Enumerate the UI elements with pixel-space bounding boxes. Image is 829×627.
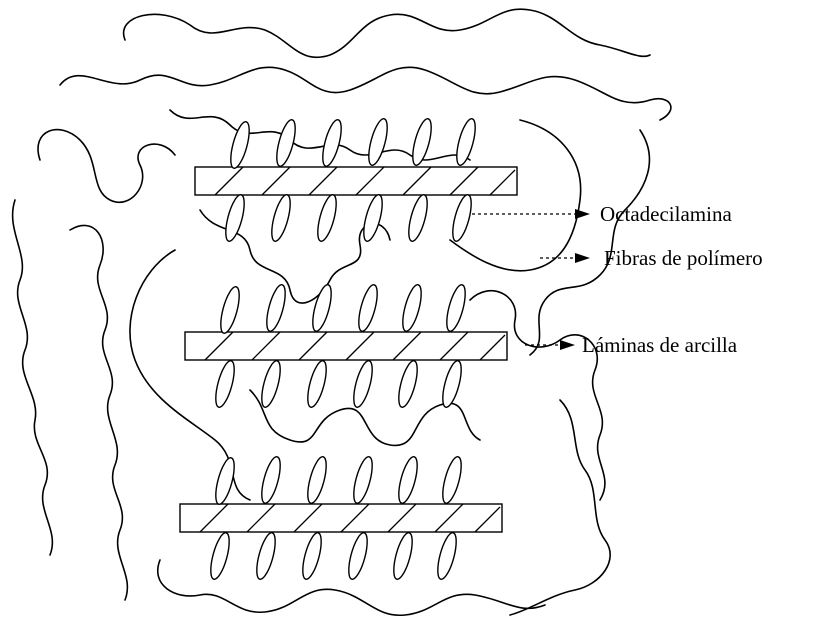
polymer-chain	[530, 130, 649, 355]
clay-sheet-middle	[185, 332, 507, 360]
amine-ellipse	[350, 455, 376, 505]
amine-ellipse	[449, 193, 475, 243]
arrowhead-icon	[560, 340, 575, 350]
amine-ellipse	[258, 359, 284, 409]
polymer-chain	[510, 400, 610, 615]
amine-ellipse	[212, 359, 238, 409]
polymer-chain	[124, 9, 650, 57]
clay-sheet-bottom	[180, 504, 502, 532]
amine-ellipse	[360, 193, 386, 243]
amine-ellipse	[263, 283, 289, 333]
polymer-chain	[13, 200, 53, 555]
amine-ellipse	[355, 283, 381, 333]
amine-ellipse	[273, 118, 299, 168]
amine-ellipse	[390, 531, 416, 581]
polymer-chain	[70, 225, 127, 600]
polymer-chain	[60, 67, 671, 120]
amine-ellipse	[443, 283, 469, 333]
amine-ellipse	[434, 531, 460, 581]
amine-ellipse	[299, 531, 325, 581]
amine-ellipse	[314, 193, 340, 243]
amine-ellipse	[304, 455, 330, 505]
amine-ellipse	[439, 455, 465, 505]
label-clay-sheets: Láminas de arcilla	[582, 333, 738, 357]
label-polymer-fibers: Fibras de polímero	[604, 246, 763, 270]
amine-ellipse	[222, 193, 248, 243]
amine-ellipse	[304, 359, 330, 409]
amine-ellipse	[365, 117, 391, 167]
amine-ellipse	[405, 193, 431, 243]
amine-ellipse	[217, 285, 243, 335]
arrowhead-icon	[575, 209, 590, 219]
amine-ellipse	[207, 531, 233, 581]
amine-ellipse	[253, 531, 279, 581]
amine-ellipse	[258, 455, 284, 505]
amine-ellipse	[453, 117, 479, 167]
leader-clay-sheets	[525, 340, 575, 350]
clay-sheet-top	[195, 167, 517, 195]
leader-octadecylamine	[472, 209, 590, 219]
amine-ellipse	[395, 359, 421, 409]
amine-ellipse	[350, 359, 376, 409]
amine-ellipse	[268, 193, 294, 243]
amine-ellipse	[309, 283, 335, 333]
amine-ellipse	[345, 531, 371, 581]
amine-ellipse	[439, 359, 465, 409]
amine-ellipse	[319, 118, 345, 168]
amine-ellipse	[227, 120, 253, 170]
label-octadecylamine: Octadecilamina	[600, 202, 732, 226]
amine-ellipse	[395, 455, 421, 505]
polymer-chain	[38, 130, 175, 203]
arrowhead-icon	[575, 253, 590, 263]
leader-polymer-fibers	[540, 253, 590, 263]
amine-ellipse	[399, 283, 425, 333]
